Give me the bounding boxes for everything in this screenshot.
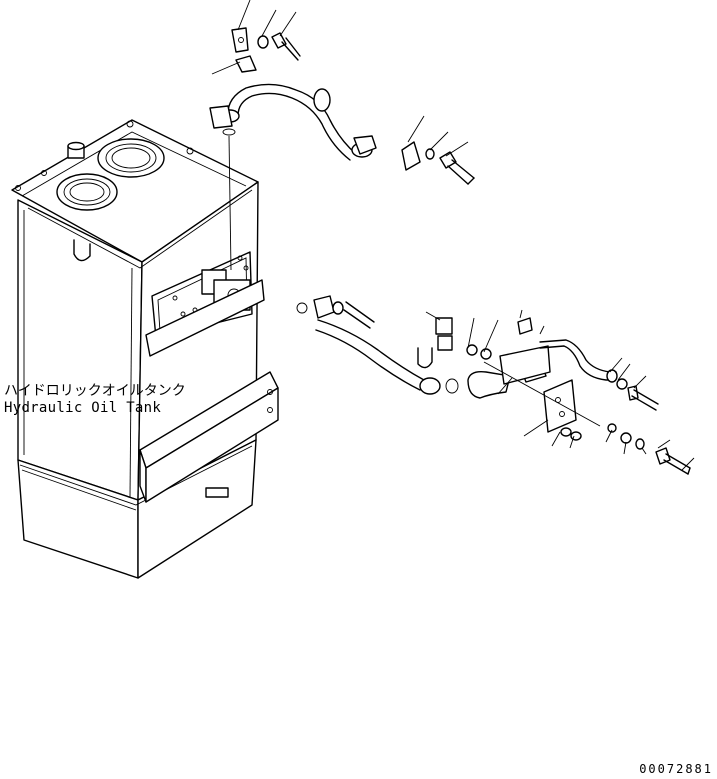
tank-label-japanese: ハイドロリックオイルタンク <box>4 383 186 399</box>
guard-rail <box>139 371 279 503</box>
tank-label-english: Hydraulic Oil Tank <box>4 400 162 416</box>
upper-hose-assembly <box>209 27 475 271</box>
strainer-cover <box>97 138 165 178</box>
middle-hose-assembly <box>296 295 691 475</box>
hydraulic-oil-tank <box>11 119 279 579</box>
drawing-reference-code: 00072881 <box>639 762 713 776</box>
leader-lines <box>211 0 695 471</box>
breather-cap <box>67 141 85 159</box>
filter-cover <box>56 173 118 211</box>
